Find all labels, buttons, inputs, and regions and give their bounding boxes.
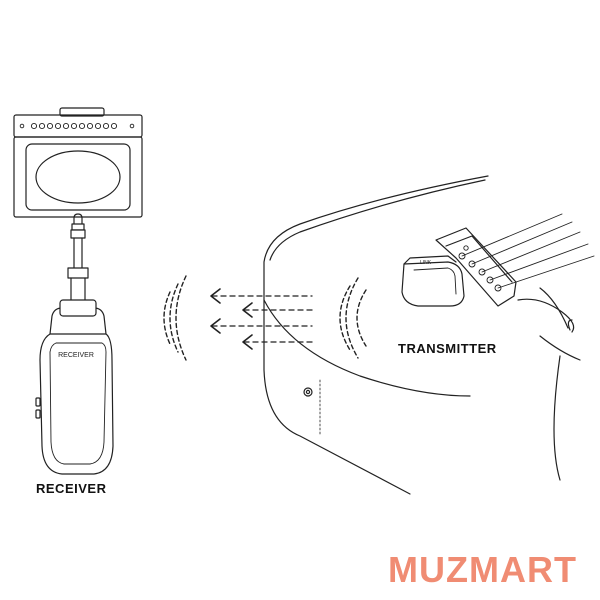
arrow-heads — [210, 288, 253, 350]
receiver-label: RECEIVER — [36, 481, 107, 496]
svg-text:LINK: LINK — [420, 260, 432, 266]
amplifier-icon — [13, 107, 143, 218]
transmitter-label: TRANSMITTER — [398, 341, 497, 356]
wireless-signal-icon-right — [339, 277, 367, 359]
wireless-signal-icon — [163, 275, 187, 361]
signal-arrows — [211, 295, 313, 343]
receiver-device-text: RECEIVER — [58, 352, 94, 359]
receiver-device-icon — [35, 299, 114, 475]
transmitter-device-icon: LINK — [401, 255, 465, 307]
guitar-icon — [263, 175, 595, 495]
brand-logo: MUZMART — [388, 549, 577, 590]
jack-plug-icon — [67, 213, 89, 311]
